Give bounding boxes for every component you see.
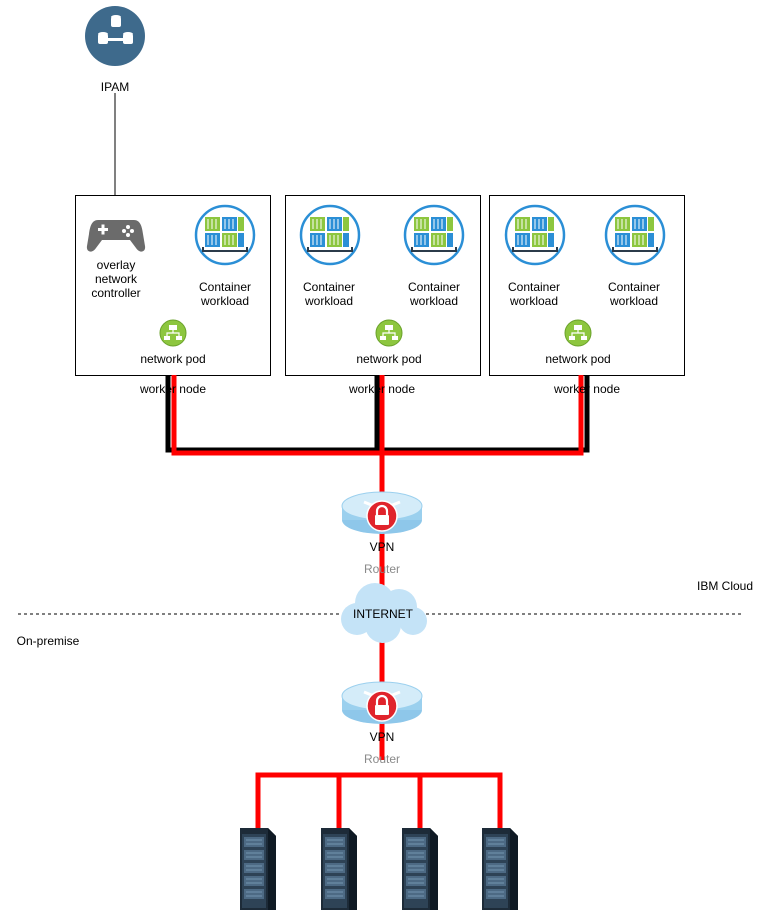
worker-node-label: worker node — [139, 382, 207, 396]
network-pod-label: network pod — [356, 352, 422, 366]
server-rack-icon — [481, 827, 519, 911]
worker-node-label: worker node — [348, 382, 416, 396]
cloud-icon — [341, 583, 427, 643]
container-workload-label: Container workload — [407, 280, 461, 308]
container-icon — [194, 204, 256, 266]
container-icon — [403, 204, 465, 266]
network-icon — [564, 319, 592, 347]
container-workload-label: Container workload — [302, 280, 356, 308]
container-workload-label: Container workload — [198, 280, 252, 308]
network-icon — [159, 319, 187, 347]
lock-icon — [365, 689, 399, 723]
container-icon — [504, 204, 566, 266]
onprem-router-vpn-label: VPN — [369, 730, 395, 744]
network-pod-label: network pod — [140, 352, 206, 366]
server-rack-icon — [239, 827, 277, 911]
ipam-label: IPAM — [100, 80, 130, 94]
server-rack-icon — [401, 827, 439, 911]
server-rack-icon — [320, 827, 358, 911]
black-wires — [165, 375, 590, 453]
network-pod-label: network pod — [545, 352, 611, 366]
container-icon — [604, 204, 666, 266]
onprem-router-sublabel: Router — [363, 752, 401, 766]
zone-label-onprem: On-premise — [16, 634, 80, 648]
ipam-database-icon — [85, 6, 145, 66]
lock-icon — [365, 499, 399, 533]
overlay-controller-label: overlay network controller — [91, 258, 141, 300]
container-icon — [299, 204, 361, 266]
gamepad-icon — [86, 220, 146, 252]
worker-node-label: worker node — [553, 382, 621, 396]
zone-label-cloud: IBM Cloud — [696, 579, 754, 593]
container-workload-label: Container workload — [507, 280, 561, 308]
internet-label: INTERNET — [353, 607, 413, 621]
cloud-router-sublabel: Router — [363, 562, 401, 576]
cloud-router-vpn-label: VPN — [369, 540, 395, 554]
network-icon — [375, 319, 403, 347]
container-workload-label: Container workload — [607, 280, 661, 308]
